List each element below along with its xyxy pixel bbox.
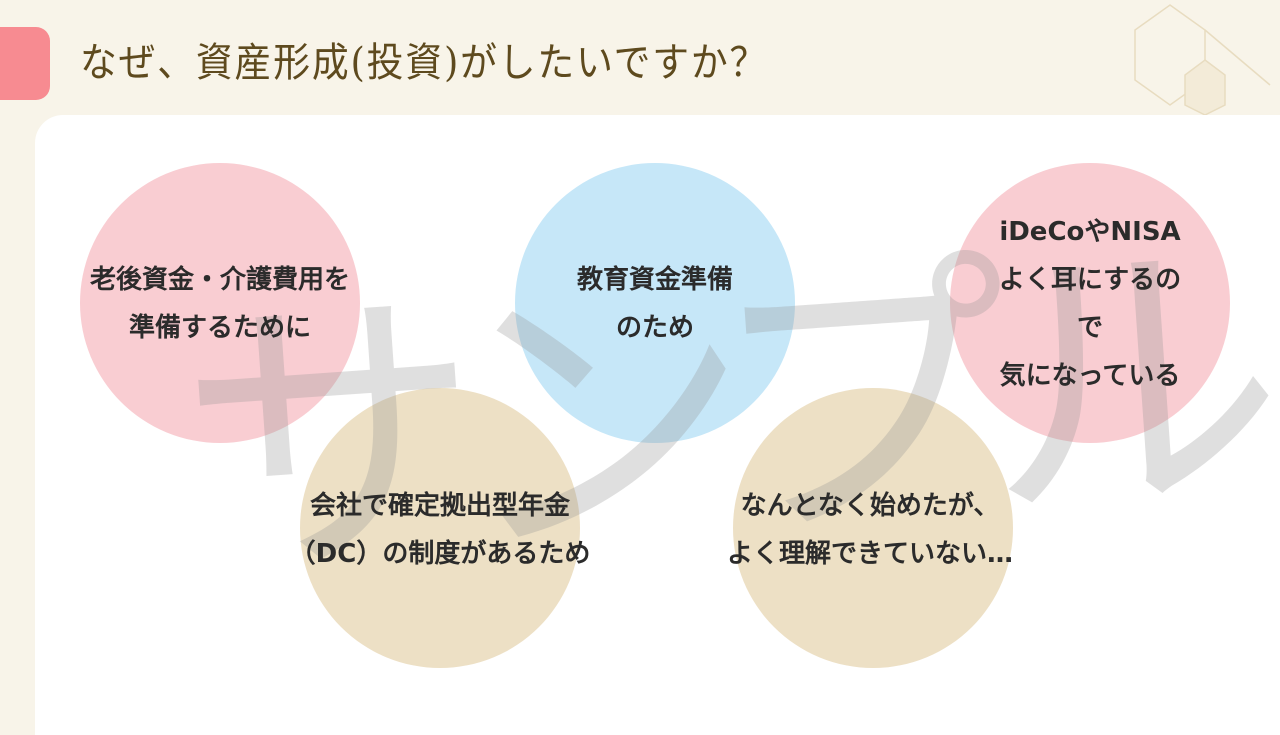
reason-text: 老後資金・介護費用を 準備するために: [89, 265, 351, 343]
reason-circle-dc: [300, 388, 580, 668]
hexagon-decoration: [1134, 4, 1271, 115]
page-title: なぜ、資産形成(投資)がしたいですか？: [80, 40, 769, 86]
reason-circle-ideco-nisa: [950, 163, 1230, 443]
reason-circle-retirement: [80, 163, 360, 443]
reason-circle-unsure: [733, 388, 1013, 668]
reason-text: 教育資金準備 のため: [576, 265, 734, 343]
title-accent-tab: [0, 27, 50, 100]
reason-text: iDeCoやNISA よく耳にするので 気になっている: [998, 217, 1182, 391]
reason-circle-education: [515, 163, 795, 443]
reason-text: なんとなく始めたが、 よく理解できていない…: [726, 491, 1014, 569]
reason-text: 会社で確定拠出型年金 （DC）の制度があるため: [289, 491, 591, 569]
